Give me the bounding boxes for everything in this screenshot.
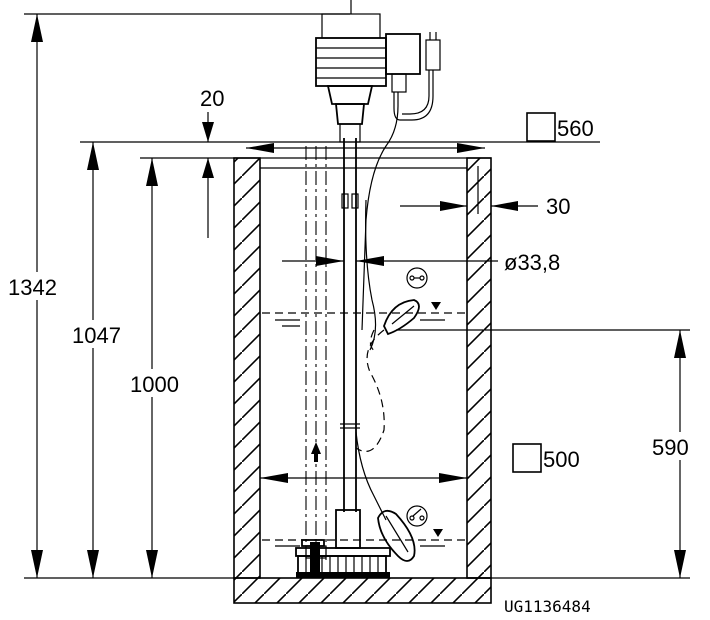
dimension-tank-height: 1047 bbox=[70, 142, 130, 578]
tank-height-label: 1047 bbox=[72, 323, 121, 348]
pump-column bbox=[340, 138, 360, 512]
outer-square-label: 560 bbox=[557, 116, 594, 141]
float-switch-lower-dashed bbox=[369, 329, 377, 353]
inner-height-label: 1000 bbox=[130, 372, 179, 397]
cover-lines bbox=[24, 13, 690, 579]
inner-square-label: 500 bbox=[543, 447, 580, 472]
float-switch-lower bbox=[377, 509, 416, 562]
tank-walls bbox=[233, 157, 492, 604]
pump-base bbox=[295, 509, 391, 578]
square-symbol-inner bbox=[512, 443, 542, 473]
float-cables bbox=[355, 199, 387, 521]
cover-offset-label: 20 bbox=[200, 86, 224, 111]
pump-motor bbox=[315, 0, 421, 143]
float-travel-label: 590 bbox=[652, 435, 689, 460]
dimension-cover-offset: 20 bbox=[200, 86, 224, 238]
dimension-float-travel: 590 bbox=[396, 329, 702, 578]
square-symbol-outer bbox=[526, 112, 556, 142]
overall-height-label: 1342 bbox=[8, 275, 57, 300]
float-switch-on-symbol bbox=[406, 267, 428, 289]
drawing-code: UG1136484 bbox=[504, 597, 591, 616]
flow-direction-arrow-icon bbox=[311, 442, 321, 454]
dimension-inner-square: 500 bbox=[260, 443, 580, 483]
dimension-outer-square: 560 bbox=[246, 112, 594, 153]
float-switch-upper bbox=[383, 299, 420, 336]
pipe-diameter-label: ø33,8 bbox=[504, 250, 560, 275]
dimension-inner-height: 1000 bbox=[128, 158, 190, 578]
tank-wall-right bbox=[466, 157, 492, 579]
tank-bottom bbox=[233, 577, 492, 604]
wall-thickness-label: 30 bbox=[546, 194, 570, 219]
dimension-pipe-diameter: ø33,8 bbox=[282, 250, 560, 275]
high-level-marker-icon bbox=[431, 302, 441, 310]
dimension-wall-thickness: 30 bbox=[400, 166, 570, 219]
power-cable bbox=[361, 32, 441, 331]
dimension-overall-height: 1342 bbox=[6, 14, 57, 578]
tank-wall-left bbox=[233, 157, 261, 579]
low-level-marker-icon bbox=[433, 529, 443, 537]
float-switch-off-symbol bbox=[406, 505, 428, 527]
water-levels bbox=[262, 302, 465, 547]
guide-rail bbox=[305, 146, 327, 560]
